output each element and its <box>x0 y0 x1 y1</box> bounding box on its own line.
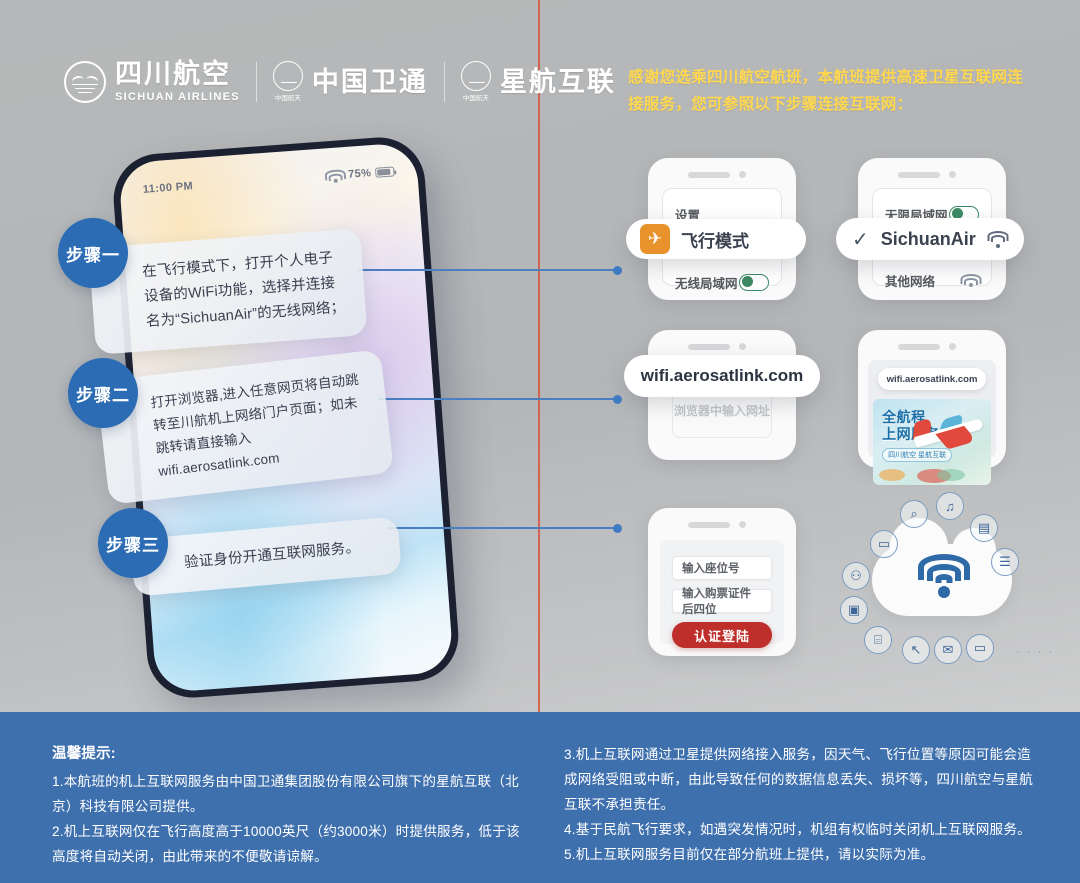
step-1-connector-line <box>358 265 622 275</box>
airline-name-cn: 四川航空 <box>115 59 231 89</box>
casc-triangle-icon <box>272 61 303 92</box>
phone-speaker-icon <box>688 171 746 178</box>
monitor-icon: ▣ <box>840 596 868 624</box>
laptop-icon: ▭ <box>966 634 994 662</box>
id-last4-input[interactable]: 输入购票证件后四位 <box>672 588 772 616</box>
mail-icon: ✉ <box>934 636 962 664</box>
footer-title: 温馨提示: <box>52 746 116 762</box>
wlan-label: 无线局域网 <box>675 276 738 291</box>
footer-left-column: 温馨提示: 1.本航班的机上互联网服务由中国卫通集团股份有限公司旗下的星航互联（… <box>52 742 524 869</box>
footer-note-5: 5.机上互联网服务目前仅在部分航班上提供，请以实际为准。 <box>564 847 935 862</box>
mock-phone-login: 输入座位号 输入购票证件后四位 认证登陆 <box>648 508 796 656</box>
cloud-wifi-icon <box>918 554 970 598</box>
step-1-badge: 步骤一 <box>58 218 128 288</box>
footer-note-3: 3.机上互联网通过卫星提供网络接入服务，因天气、飞行位置等原因可能会造成网络受阻… <box>564 747 1033 812</box>
airline-name-en: SICHUAN AIRLINES <box>115 91 240 104</box>
chart-icon: ⌸ <box>864 626 892 654</box>
portal-banner[interactable]: 全航程 上网服务 四川航空 星航互联 <box>873 399 991 485</box>
step-1-bubble: 在飞行模式下，打开个人电子设备的WiFi功能，选择并连接名为“SichuanAi… <box>88 228 368 355</box>
video-icon: ▤ <box>970 514 998 542</box>
china-satcom-wordmark: 中国卫通 <box>311 66 428 97</box>
portal-url-bar[interactable]: wifi.aerosatlink.com <box>878 368 986 390</box>
other-networks-row[interactable]: 其他网络 <box>885 265 979 295</box>
footer-note-2: 2.机上互联网仅在飞行高度高于10000英尺（约3000米）时提供服务，低于该高… <box>52 824 520 864</box>
logo-sichuan-airlines: 四川航空 SICHUAN AIRLINES <box>48 60 256 103</box>
phone-speaker-icon-2 <box>898 171 956 178</box>
portal-screen: wifi.aerosatlink.com 全航程 上网服务 四川航空 星航互联 <box>868 360 996 485</box>
battery-icon <box>374 166 395 178</box>
airplane-mode-label: 飞行模式 <box>681 231 749 251</box>
center-divider-line <box>538 0 540 712</box>
url-bubble[interactable]: wifi.aerosatlink.com <box>624 355 820 397</box>
header-welcome-note: 感谢您选乘四川航空航班，本航班提供高速卫星互联网连接服务，您可参照以下步骤连接互… <box>628 69 1024 113</box>
step-2-connector-line <box>378 394 622 404</box>
footer-note-1: 1.本航班的机上互联网服务由中国卫通集团股份有限公司旗下的星航互联（北京）科技有… <box>52 774 519 814</box>
trailing-dots: · · · · <box>1016 646 1054 658</box>
selected-check-icon: ✓ <box>852 228 869 251</box>
status-right-cluster: 75% <box>327 165 395 183</box>
footer-notice-panel: 温馨提示: 1.本航班的机上互联网服务由中国卫通集团股份有限公司旗下的星航互联（… <box>0 712 1080 883</box>
status-wifi-icon <box>327 169 345 183</box>
partner2-name-cn: 星航互联 <box>499 66 616 97</box>
sichuan-airlines-wordmark: 四川航空 SICHUAN AIRLINES <box>115 59 240 104</box>
airplane-mode-card[interactable]: ✈ 飞行模式 <box>626 219 806 259</box>
login-screen: 输入座位号 输入购票证件后四位 认证登陆 <box>660 540 784 648</box>
sichuanair-network-card[interactable]: ✓ SichuanAir <box>836 218 1024 260</box>
footer-right-column: 3.机上互联网通过卫星提供网络接入服务，因天气、飞行位置等原因可能会造成网络受阻… <box>564 742 1036 869</box>
chat-icon: ▭ <box>870 530 898 558</box>
connector-dot-2 <box>613 394 622 404</box>
logo-aerosatlink: 中国航天 星航互联 <box>445 61 632 102</box>
list-icon: ☰ <box>991 548 1019 576</box>
connector-dot-1 <box>613 265 622 275</box>
step-2-badge: 步骤二 <box>68 358 138 428</box>
partner1-name-cn: 中国卫通 <box>311 66 428 97</box>
portal-title-line1: 全航程 <box>882 409 926 425</box>
seat-number-input[interactable]: 输入座位号 <box>672 556 772 580</box>
people-icon: ⚇ <box>842 562 870 590</box>
brand-logo-bar: 四川航空 SICHUAN AIRLINES 中国航天 中国卫通 中国航天 星航互… <box>48 60 632 103</box>
login-button[interactable]: 认证登陆 <box>672 622 772 648</box>
network-name-label: SichuanAir <box>880 228 976 249</box>
casc-sub-label-2: 中国航天 <box>462 95 489 103</box>
connector-dot-3 <box>613 523 622 533</box>
phone-speaker-icon-5 <box>688 521 746 528</box>
wlan-row: 无线局域网 <box>675 267 769 297</box>
casc-triangle-icon-2 <box>460 61 491 92</box>
casc-sub-label-1: 中国航天 <box>274 95 301 103</box>
step-3-badge: 步骤三 <box>98 508 168 578</box>
logo-separator-2 <box>443 61 445 102</box>
phone-speaker-icon-4 <box>898 343 956 350</box>
portal-subtitle: 四川航空 星航互联 <box>882 448 953 462</box>
logo-separator-1 <box>255 61 257 102</box>
status-battery-percent: 75% <box>347 167 372 181</box>
status-time: 11:00 PM <box>142 180 194 196</box>
settings-screen: 设置 无线局域网 <box>662 188 782 291</box>
other-networks-label: 其他网络 <box>885 274 936 289</box>
mock-phone-portal: wifi.aerosatlink.com 全航程 上网服务 四川航空 星航互联 <box>858 330 1006 485</box>
cloud-network-illustration: ⌕ ♫ ▤ ☰ ▭ ⚇ ▣ ⌸ ↖ ✉ ▭ · · · · <box>828 492 1054 674</box>
cursor-icon: ↖ <box>902 636 930 664</box>
footer-note-4: 4.基于民航飞行要求，如遇突发情况时，机组有权临时关闭机上互联网服务。 <box>564 822 1031 837</box>
airplane-mode-icon: ✈ <box>640 224 670 254</box>
phone-speaker-icon-3 <box>688 343 746 350</box>
wlan-toggle[interactable] <box>739 273 769 291</box>
sichuan-airlines-roundel-icon <box>64 60 106 103</box>
aerosatlink-wordmark: 星航互联 <box>499 66 616 97</box>
step-3-connector-line <box>388 523 622 533</box>
wifi-signal-icon-small <box>962 274 979 287</box>
logo-china-satcom: 中国航天 中国卫通 <box>257 61 444 102</box>
headphones-icon: ♫ <box>936 492 964 520</box>
wifi-signal-icon <box>988 231 1008 248</box>
search-icon: ⌕ <box>900 500 928 528</box>
